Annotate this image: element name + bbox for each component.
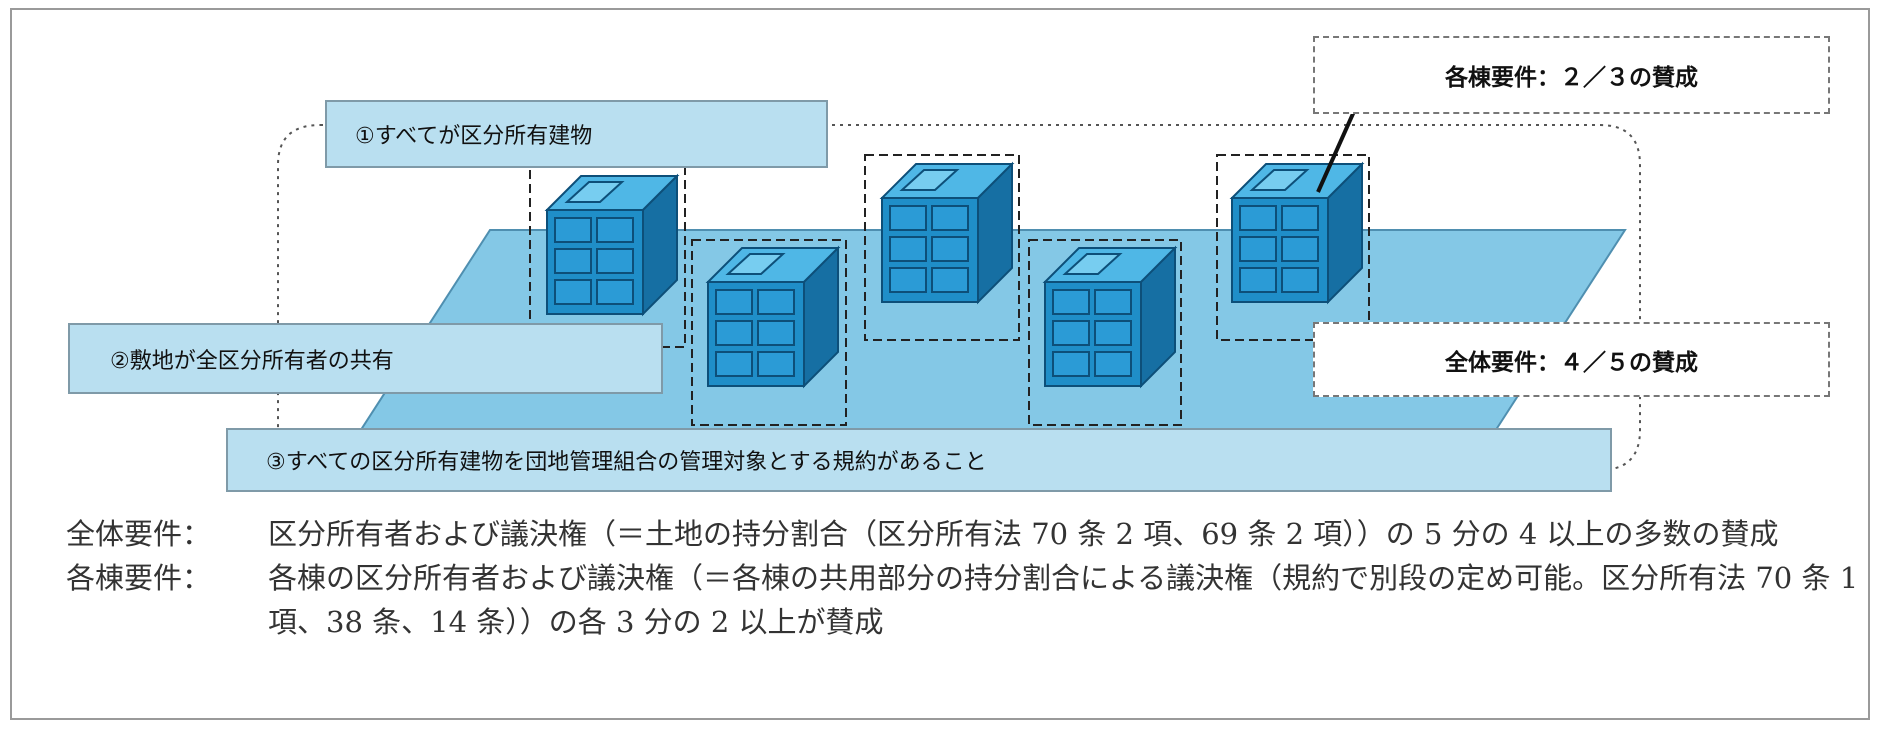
building-window: [757, 351, 795, 377]
building-window: [1052, 289, 1090, 315]
building-roof-window: [1249, 169, 1310, 191]
overall-requirement-note: 全体要件： 区分所有者および議決権（＝土地の持分割合（区分所有法 70 条 2 …: [66, 512, 1883, 556]
building-window: [715, 320, 753, 346]
condition-1-label: ①すべてが区分所有建物: [325, 100, 828, 168]
building-window: [554, 279, 592, 305]
building-window: [1281, 267, 1319, 293]
building-window: [757, 289, 795, 315]
building-roof-window: [564, 181, 625, 203]
building-roof-window: [1062, 253, 1123, 275]
building-cube-3: [879, 161, 1015, 305]
building-requirement-text: 各棟要件：２／３の賛成: [1445, 65, 1698, 91]
diagram-canvas: [277, 97, 1641, 471]
building-window: [1094, 351, 1132, 377]
building-window: [715, 351, 753, 377]
condition-1-text: ①すべてが区分所有建物: [355, 124, 593, 149]
building-5-boundary: [1216, 154, 1370, 341]
building-requirement-note: 各棟要件： 各棟の区分所有者および議決権（＝各棟の共用部分の持分割合による議決権…: [66, 556, 1883, 644]
building-2-boundary: [691, 239, 847, 426]
condition-3-label: ③すべての区分所有建物を団地管理組合の管理対象とする規約があること: [226, 428, 1612, 492]
condition-2-text: ②敷地が全区分所有者の共有: [110, 348, 394, 374]
condition-3-text: ③すべての区分所有建物を団地管理組合の管理対象とする規約があること: [266, 450, 987, 475]
building-window: [596, 279, 634, 305]
overall-requirement-label: 全体要件：４／５の賛成: [1313, 322, 1830, 397]
building-window: [889, 236, 927, 262]
building-window: [1239, 205, 1277, 231]
condition-2-label: ②敷地が全区分所有者の共有: [68, 323, 663, 394]
building-window: [1239, 267, 1277, 293]
building-cube-5: [1229, 161, 1365, 305]
building-window: [1239, 236, 1277, 262]
building-note-key: 各棟要件：: [66, 561, 212, 595]
building-window: [596, 217, 634, 243]
overall-note-text: 区分所有者および議決権（＝土地の持分割合（区分所有法 70 条 2 項、69 条…: [268, 517, 1779, 551]
building-roof-window: [899, 169, 960, 191]
building-window: [889, 205, 927, 231]
building-window: [596, 248, 634, 274]
overall-note-key: 全体要件：: [66, 517, 212, 551]
building-window: [757, 320, 795, 346]
building-window: [889, 267, 927, 293]
building-requirement-label: 各棟要件：２／３の賛成: [1313, 36, 1830, 114]
building-window: [931, 236, 969, 262]
building-window: [1052, 351, 1090, 377]
building-window: [715, 289, 753, 315]
building-note-text: 各棟の区分所有者および議決権（＝各棟の共用部分の持分割合による議決権（規約で別段…: [268, 561, 1859, 639]
building-window: [931, 205, 969, 231]
building-window: [1094, 289, 1132, 315]
building-3-boundary: [864, 154, 1020, 341]
building-cube-4: [1042, 245, 1178, 389]
building-window: [554, 248, 592, 274]
building-window: [931, 267, 969, 293]
overall-requirement-text: 全体要件：４／５の賛成: [1445, 349, 1698, 376]
building-cube-2: [705, 245, 841, 389]
building-4-boundary: [1028, 239, 1182, 426]
building-roof-window: [725, 253, 786, 275]
building-cube-1: [544, 173, 680, 317]
building-window: [1052, 320, 1090, 346]
building-window: [1281, 236, 1319, 262]
requirements-notes: 全体要件： 区分所有者および議決権（＝土地の持分割合（区分所有法 70 条 2 …: [66, 512, 1883, 644]
figure-frame: [10, 8, 1870, 720]
building-window: [1094, 320, 1132, 346]
building-window: [554, 217, 592, 243]
building-window: [1281, 205, 1319, 231]
